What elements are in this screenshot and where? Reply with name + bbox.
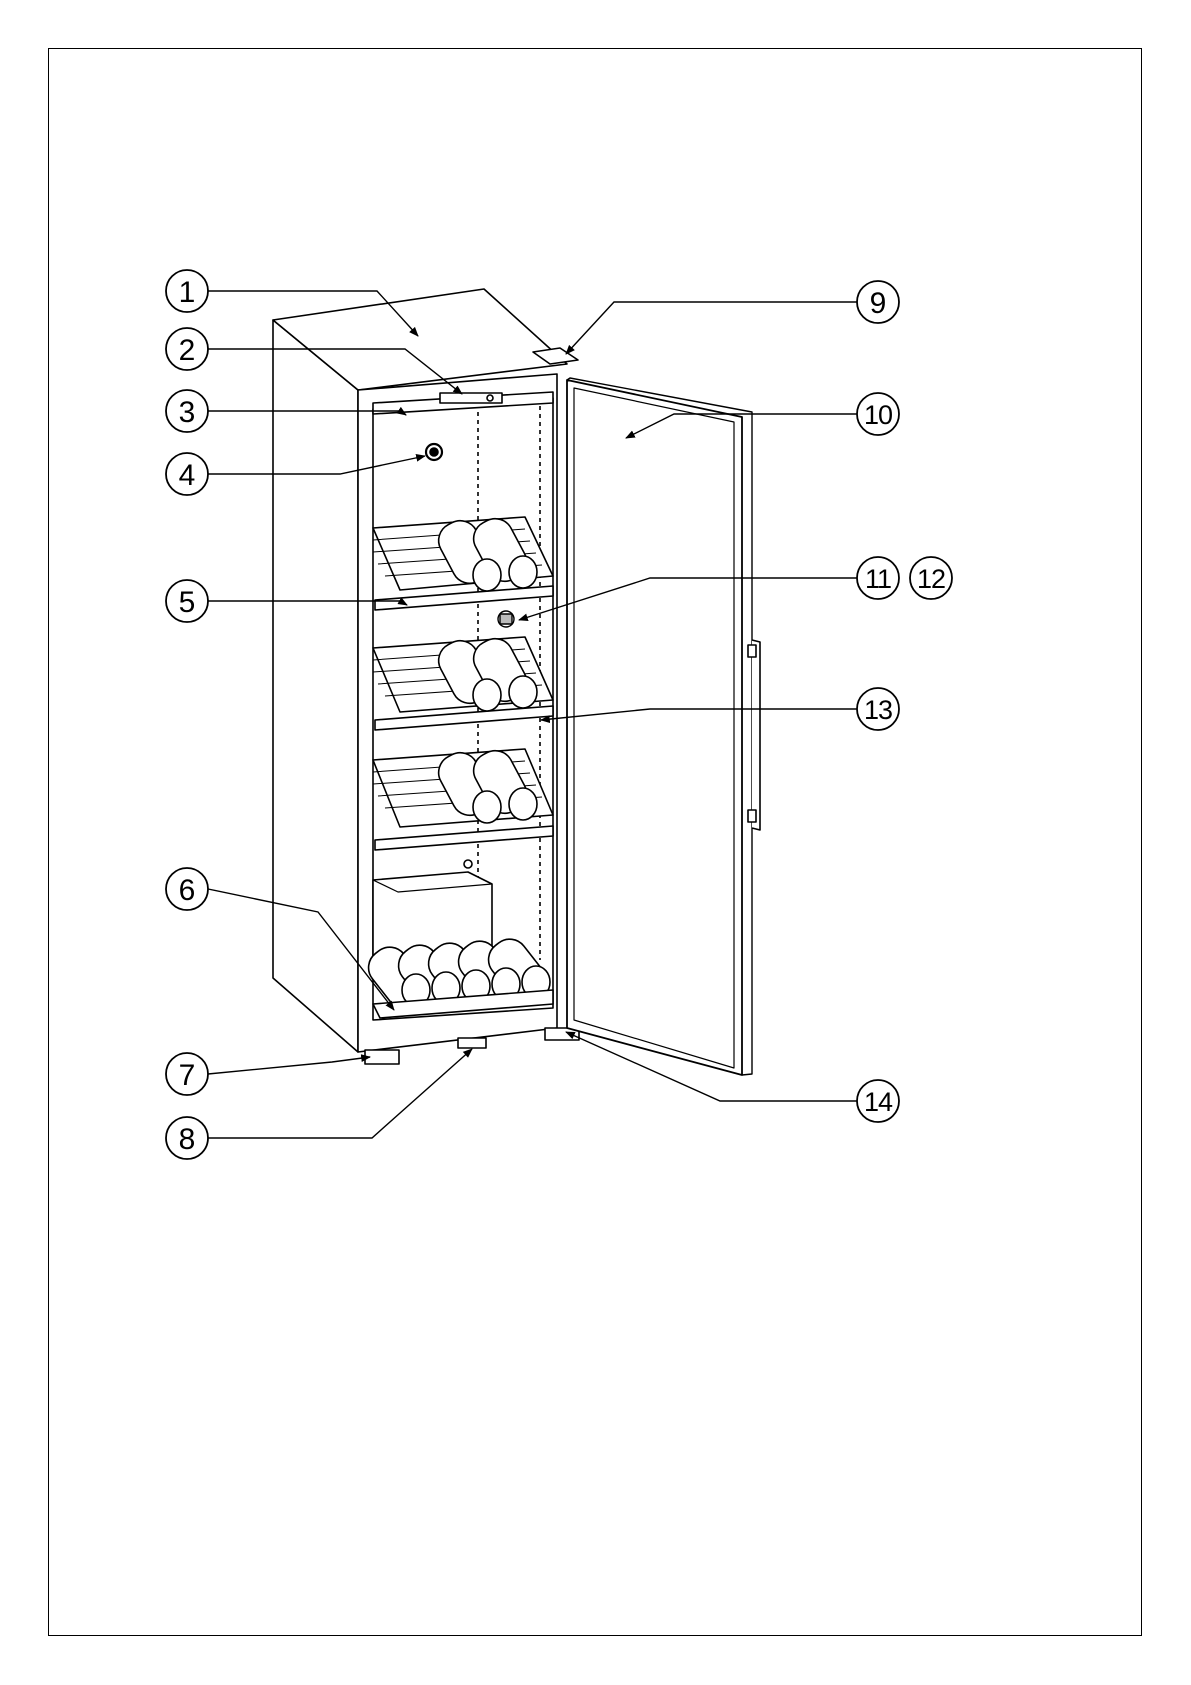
door-handle [752, 640, 760, 830]
callout-4: 4 [166, 453, 208, 495]
svg-text:13: 13 [864, 695, 892, 725]
callout-12: 12 [910, 557, 952, 599]
leader-7 [208, 1057, 370, 1074]
front-foot-left [365, 1050, 399, 1064]
svg-text:8: 8 [179, 1123, 196, 1156]
callout-3: 3 [166, 390, 208, 432]
callout-13: 13 [857, 688, 899, 730]
display-knob [487, 395, 493, 401]
callout-7: 7 [166, 1053, 208, 1095]
svg-text:3: 3 [179, 396, 196, 429]
svg-text:7: 7 [179, 1059, 196, 1092]
bottom-vent-grille [458, 1038, 486, 1048]
svg-text:4: 4 [179, 459, 196, 492]
svg-text:1: 1 [179, 276, 196, 309]
svg-text:10: 10 [864, 400, 892, 430]
svg-text:6: 6 [179, 874, 196, 907]
svg-text:5: 5 [179, 586, 196, 619]
leader-8 [208, 1049, 472, 1138]
callout-10: 10 [857, 393, 899, 435]
svg-text:14: 14 [864, 1087, 893, 1117]
callout-5: 5 [166, 580, 208, 622]
callout-9: 9 [857, 281, 899, 323]
svg-text:12: 12 [917, 564, 945, 594]
open-door [567, 380, 742, 1075]
callout-11: 11 [857, 557, 899, 599]
svg-text:2: 2 [179, 334, 196, 367]
svg-text:9: 9 [870, 287, 887, 320]
callout-8: 8 [166, 1117, 208, 1159]
callout-1: 1 [166, 270, 208, 312]
leader-9 [566, 302, 857, 354]
callout-2: 2 [166, 328, 208, 370]
door-lock [498, 611, 514, 627]
svg-text:11: 11 [865, 564, 891, 594]
callout-14: 14 [857, 1080, 899, 1122]
cabinet-side-panel [273, 320, 358, 1052]
cabinet-drawing [273, 289, 760, 1075]
callout-6: 6 [166, 868, 208, 910]
